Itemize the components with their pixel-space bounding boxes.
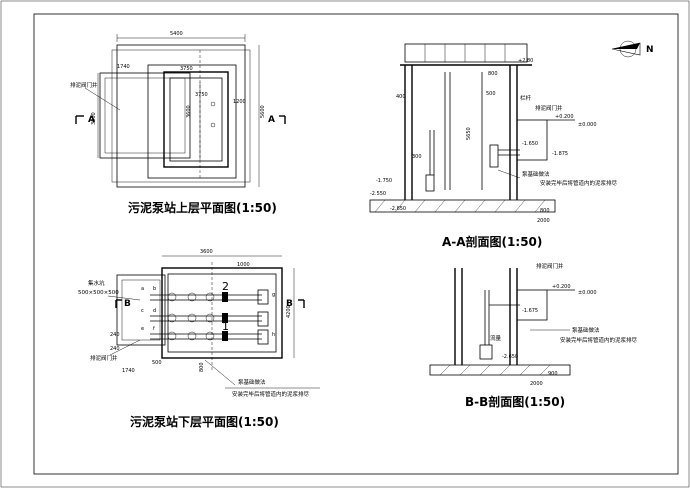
aa-dim-500: 500: [486, 91, 496, 97]
lower-letter-f: f: [153, 326, 155, 332]
pump-label-1: 1: [222, 320, 229, 333]
bb-elev-b: +0.200: [552, 284, 571, 290]
section-bb-title: B-B剖面图(1:50): [465, 394, 565, 409]
north-arrow-icon: N: [611, 40, 654, 58]
lower-valve-well-label: 排泥阀门井: [90, 354, 118, 362]
upper-dim-left-v: 3600: [91, 112, 97, 125]
lower-letter-b: b: [153, 286, 156, 292]
lower-dim-top: 3600: [200, 249, 213, 255]
aa-elev-b: +0.200: [555, 114, 574, 120]
lower-dim-left2: 240: [110, 346, 120, 352]
lower-letter-g: g: [272, 292, 275, 298]
lower-section-b-right: B: [286, 299, 293, 309]
aa-dim-2000: 2000: [537, 218, 550, 224]
lower-dim-bottom2: 500: [152, 360, 162, 366]
upper-section-a-left: A: [88, 115, 95, 125]
lower-dim-top2: 1000: [237, 262, 250, 268]
valve-row-3: [167, 331, 228, 341]
bb-dim-900: 900: [548, 371, 558, 377]
lower-letter-d: d: [153, 308, 156, 314]
sump-size: 500×500×500: [78, 290, 119, 296]
bb-note-1: 泵基础做法: [572, 326, 600, 334]
bb-note-2: 安装完毕后将管道内的泥浆排尽: [560, 336, 638, 344]
bb-elev-a: ±0.000: [578, 290, 597, 296]
valve-row-1: [167, 292, 228, 302]
bb-label-water: 流量: [490, 334, 502, 342]
upper-dim-left: 1740: [117, 64, 130, 70]
upper-dim-small: 1200: [233, 99, 246, 105]
lower-plan-drawing: 3600 1000 4200: [78, 249, 320, 398]
compass-label: N: [646, 45, 654, 55]
lower-dim-bottom: 1740: [122, 368, 135, 374]
aa-dim-5650: 5650: [466, 127, 472, 140]
aa-elev-top: +2.80: [518, 58, 533, 64]
lower-letter-h: h: [272, 332, 275, 338]
bb-label-valve: 排泥阀门井: [536, 262, 564, 270]
inner-frame: [33, 13, 679, 475]
upper-dim-inner: 3750: [180, 66, 193, 72]
bb-dim-2000: 2000: [530, 381, 543, 387]
sump-label: 集水坑: [88, 279, 105, 287]
lower-note-2: 安装完毕后将管道内的泥浆排尽: [232, 390, 310, 398]
aa-elev-c: -1.650: [522, 141, 538, 147]
upper-dim-right: 5600: [260, 105, 266, 118]
lower-dim-right: 4200: [286, 305, 292, 318]
bb-elev-d: -2.650: [502, 354, 518, 360]
bb-elev-c: -1.675: [522, 308, 538, 314]
section-aa-title: A-A剖面图(1:50): [442, 234, 542, 249]
section-bb-drawing: 排泥阀门井 +0.200 ±0.000 -1.675 -2.650 流量 200…: [429, 262, 638, 387]
aa-label-valve: 排泥阀门井: [535, 104, 563, 112]
aa-dim-400: 400: [396, 94, 406, 100]
aa-elev-d: -1.875: [552, 151, 568, 157]
upper-dim-height: 3600: [186, 105, 192, 118]
upper-dim-inner2: 3750: [195, 92, 208, 98]
upper-plan-drawing: 5400 1740 3750 3750 1200 3600 5600 3600 …: [70, 31, 286, 188]
lower-letter-a: a: [141, 286, 144, 292]
aa-note-1: 泵基础做法: [522, 170, 550, 178]
aa-note-2: 安装完毕后将管道内的泥浆排尽: [540, 179, 618, 187]
aa-label-railing: 栏杆: [520, 94, 532, 102]
lower-letter-c: c: [141, 308, 144, 314]
aa-elev-f: -2.550: [370, 191, 386, 197]
lower-note-1: 泵基础做法: [238, 378, 266, 386]
upper-valve-well-label: 排泥阀门井: [70, 81, 98, 89]
lower-dim-left1: 240: [110, 332, 120, 338]
lower-dim-v: 800: [199, 362, 205, 372]
aa-dim-800: 800: [488, 71, 498, 77]
aa-elev-g: -2.850: [390, 206, 406, 212]
upper-dim-top: 5400: [170, 31, 183, 37]
aa-dim-800b: 800: [540, 208, 550, 214]
lower-section-b-left: B: [124, 299, 131, 309]
lower-plan-title: 污泥泵站下层平面图(1:50): [130, 414, 279, 429]
upper-section-a-right: A: [268, 115, 275, 125]
lower-letter-e: e: [141, 326, 144, 332]
pump-label-2: 2: [222, 280, 229, 293]
aa-elev-a: ±0.000: [578, 122, 597, 128]
valve-row-2: [167, 313, 228, 323]
section-aa-drawing: +2.80 +0.200 ±0.000 -1.650 -1.875 -1.750…: [369, 43, 618, 224]
aa-elev-e: -1.750: [376, 178, 392, 184]
upper-plan-title: 污泥泵站上层平面图(1:50): [128, 200, 277, 215]
aa-dim-300: 300: [412, 154, 422, 160]
